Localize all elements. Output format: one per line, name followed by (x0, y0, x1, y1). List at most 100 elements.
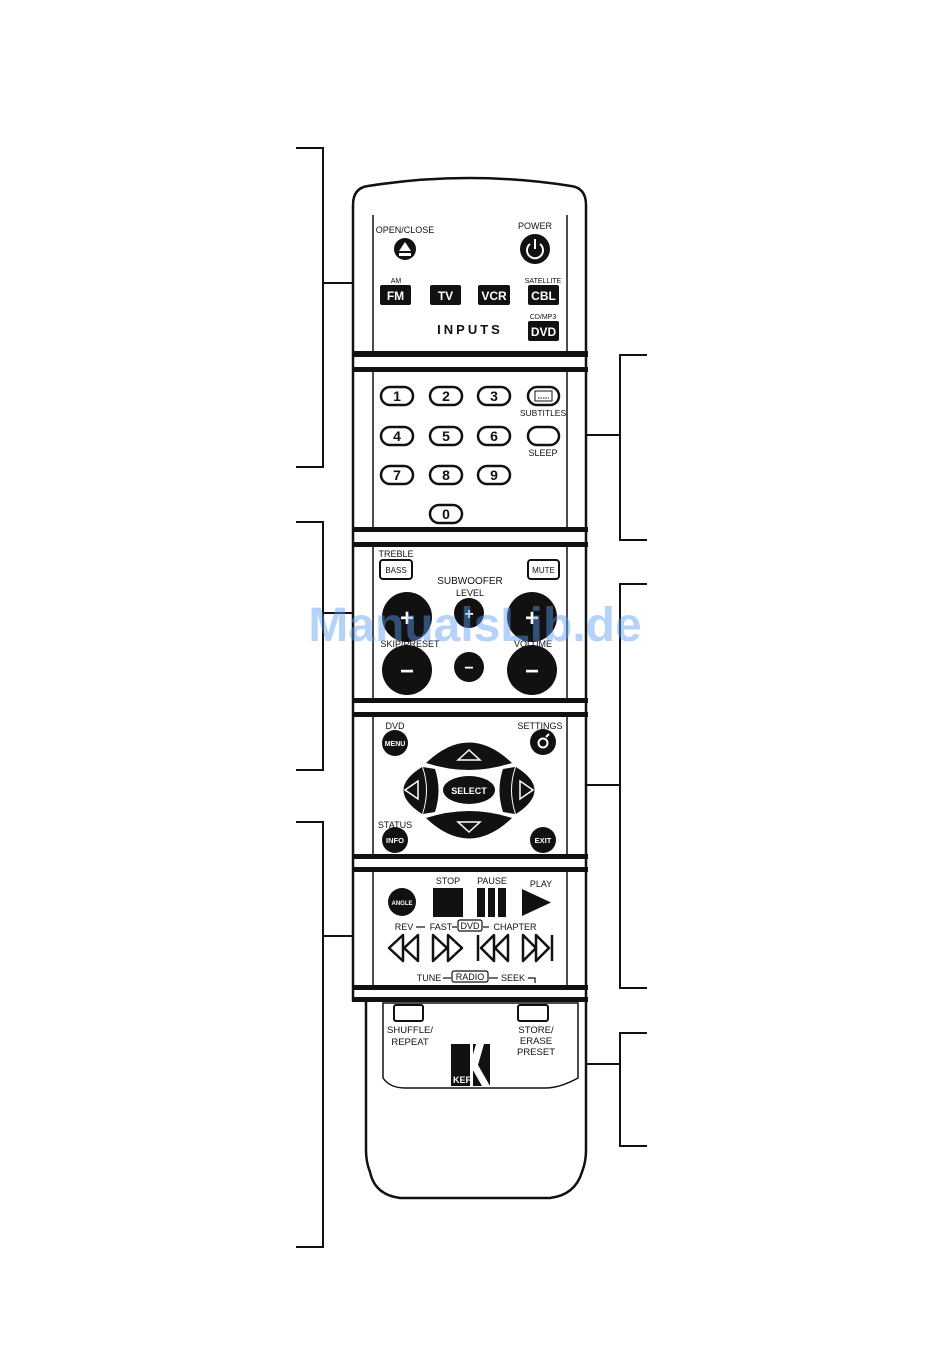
fm-label: FM (387, 289, 404, 303)
subwoofer-label: SUBWOOFER (437, 576, 503, 587)
digit-3-label: 3 (490, 388, 498, 404)
digit-0-label: 0 (442, 506, 450, 522)
skip-minus-sign: − (400, 658, 414, 685)
angle-label: ANGLE (392, 901, 413, 907)
pause-button[interactable] (477, 888, 506, 917)
digit-6-button[interactable]: 6 (476, 425, 512, 447)
right-button[interactable] (499, 767, 535, 814)
digit-5-button[interactable]: 5 (428, 425, 464, 447)
mute-button[interactable]: MUTE (527, 559, 560, 580)
radio-mode-box-label: RADIO (456, 972, 485, 982)
cd-mp3-label: CD/MP3 (530, 314, 557, 321)
previous-chapter-button[interactable] (476, 933, 510, 963)
digit-5-label: 5 (442, 428, 450, 444)
keypad-section: 1 2 3 SUBTITLES 4 5 6 SLEEP 7 8 9 0 (379, 385, 566, 525)
down-button[interactable] (426, 811, 512, 839)
bottom-section: SHUFFLE/ REPEAT STORE/ ERASE PRESET KEF (387, 1004, 555, 1086)
volume-plus-button[interactable]: + (507, 592, 557, 642)
open-close-label: OPEN/CLOSE (376, 225, 435, 235)
left-button[interactable] (403, 767, 439, 814)
volume-minus-button[interactable]: − (507, 645, 557, 695)
seek-label: SEEK (501, 973, 525, 983)
digit-4-button[interactable]: 4 (379, 425, 415, 447)
power-button[interactable] (520, 234, 550, 264)
satellite-label: SATELLITE (525, 278, 562, 285)
up-arrow-icon (456, 748, 482, 761)
fm-button[interactable]: FM (380, 285, 411, 305)
erase-label: ERASE (520, 1036, 552, 1047)
tv-label: TV (438, 289, 453, 303)
tv-button[interactable]: TV (430, 285, 461, 305)
digit-3-button[interactable]: 3 (476, 385, 512, 407)
navigation-section: DVD MENU SETTINGS (378, 721, 563, 853)
subtitles-button[interactable] (526, 385, 561, 407)
treble-label: TREBLE (378, 549, 413, 559)
cbl-button[interactable]: CBL (528, 285, 559, 305)
skip-back-icon (476, 933, 510, 963)
settings-button[interactable] (530, 729, 556, 755)
digit-8-button[interactable]: 8 (428, 464, 464, 486)
menu-label: MENU (385, 741, 406, 748)
subwoofer-level-label: LEVEL (456, 588, 484, 598)
digit-6-label: 6 (490, 428, 498, 444)
info-label: INFO (386, 836, 404, 845)
skip-preset-label: SKIP/PRESET (380, 639, 440, 649)
watermark: ManualsLib.de (308, 599, 641, 652)
info-button[interactable]: INFO (382, 827, 408, 853)
am-label: AM (391, 278, 402, 285)
tune-label: TUNE (417, 973, 442, 983)
skip-preset-minus-button[interactable]: − (382, 645, 432, 695)
stop-label: STOP (436, 876, 460, 886)
digit-2-label: 2 (442, 388, 450, 404)
preset-label: PRESET (517, 1047, 555, 1058)
stop-button[interactable] (433, 888, 463, 917)
digit-2-button[interactable]: 2 (428, 385, 464, 407)
digit-9-button[interactable]: 9 (476, 464, 512, 486)
bass-button[interactable]: BASS (379, 559, 413, 580)
store-erase-preset-button[interactable] (517, 1004, 549, 1022)
bass-label: BASS (385, 566, 406, 575)
digit-8-label: 8 (442, 467, 450, 483)
vcr-button[interactable]: VCR (478, 285, 510, 305)
open-close-button[interactable] (394, 238, 416, 260)
pause-label: PAUSE (477, 876, 507, 886)
exit-label: EXIT (535, 836, 552, 845)
repeat-label: REPEAT (391, 1037, 429, 1048)
shuffle-repeat-button[interactable] (393, 1004, 424, 1022)
eject-icon (399, 242, 411, 256)
select-button[interactable]: SELECT (443, 776, 495, 804)
dvd-input-button[interactable]: DVD (528, 321, 559, 341)
shuffle-label: SHUFFLE/ (387, 1025, 433, 1036)
subwoofer-plus-sign: + (464, 606, 473, 623)
exit-button[interactable]: EXIT (530, 827, 556, 853)
volume-label: VOLUME (514, 639, 552, 649)
up-button[interactable] (426, 742, 512, 771)
volume-minus-sign: − (525, 658, 539, 685)
menu-button[interactable]: MENU (382, 730, 408, 756)
subtitles-icon (534, 390, 553, 402)
bottom-panel (382, 1002, 579, 1089)
left-arrow-icon (403, 779, 419, 801)
rewind-icon (387, 933, 420, 963)
inputs-label: INPUTS (437, 322, 503, 337)
subwoofer-plus-button[interactable]: + (454, 598, 484, 628)
digit-7-button[interactable]: 7 (379, 464, 415, 486)
skip-preset-plus-button[interactable]: + (382, 592, 432, 642)
digit-4-label: 4 (393, 428, 401, 444)
power-icon (526, 239, 544, 260)
sleep-button[interactable] (526, 425, 561, 447)
angle-button[interactable]: ANGLE (388, 888, 416, 916)
skip-plus-sign: + (400, 605, 414, 632)
play-button[interactable] (522, 889, 551, 916)
digit-0-button[interactable]: 0 (428, 503, 464, 525)
fast-forward-button[interactable] (431, 933, 464, 963)
digit-1-button[interactable]: 1 (379, 385, 415, 407)
rewind-button[interactable] (387, 933, 420, 963)
level-section: TREBLE BASS MUTE SUBWOOFER LEVEL + + + S… (378, 549, 560, 695)
next-chapter-button[interactable] (521, 933, 554, 963)
inner-rails (372, 215, 568, 985)
power-label: POWER (518, 221, 553, 231)
fast-forward-icon (431, 933, 464, 963)
subwoofer-minus-button[interactable]: − (454, 652, 484, 682)
